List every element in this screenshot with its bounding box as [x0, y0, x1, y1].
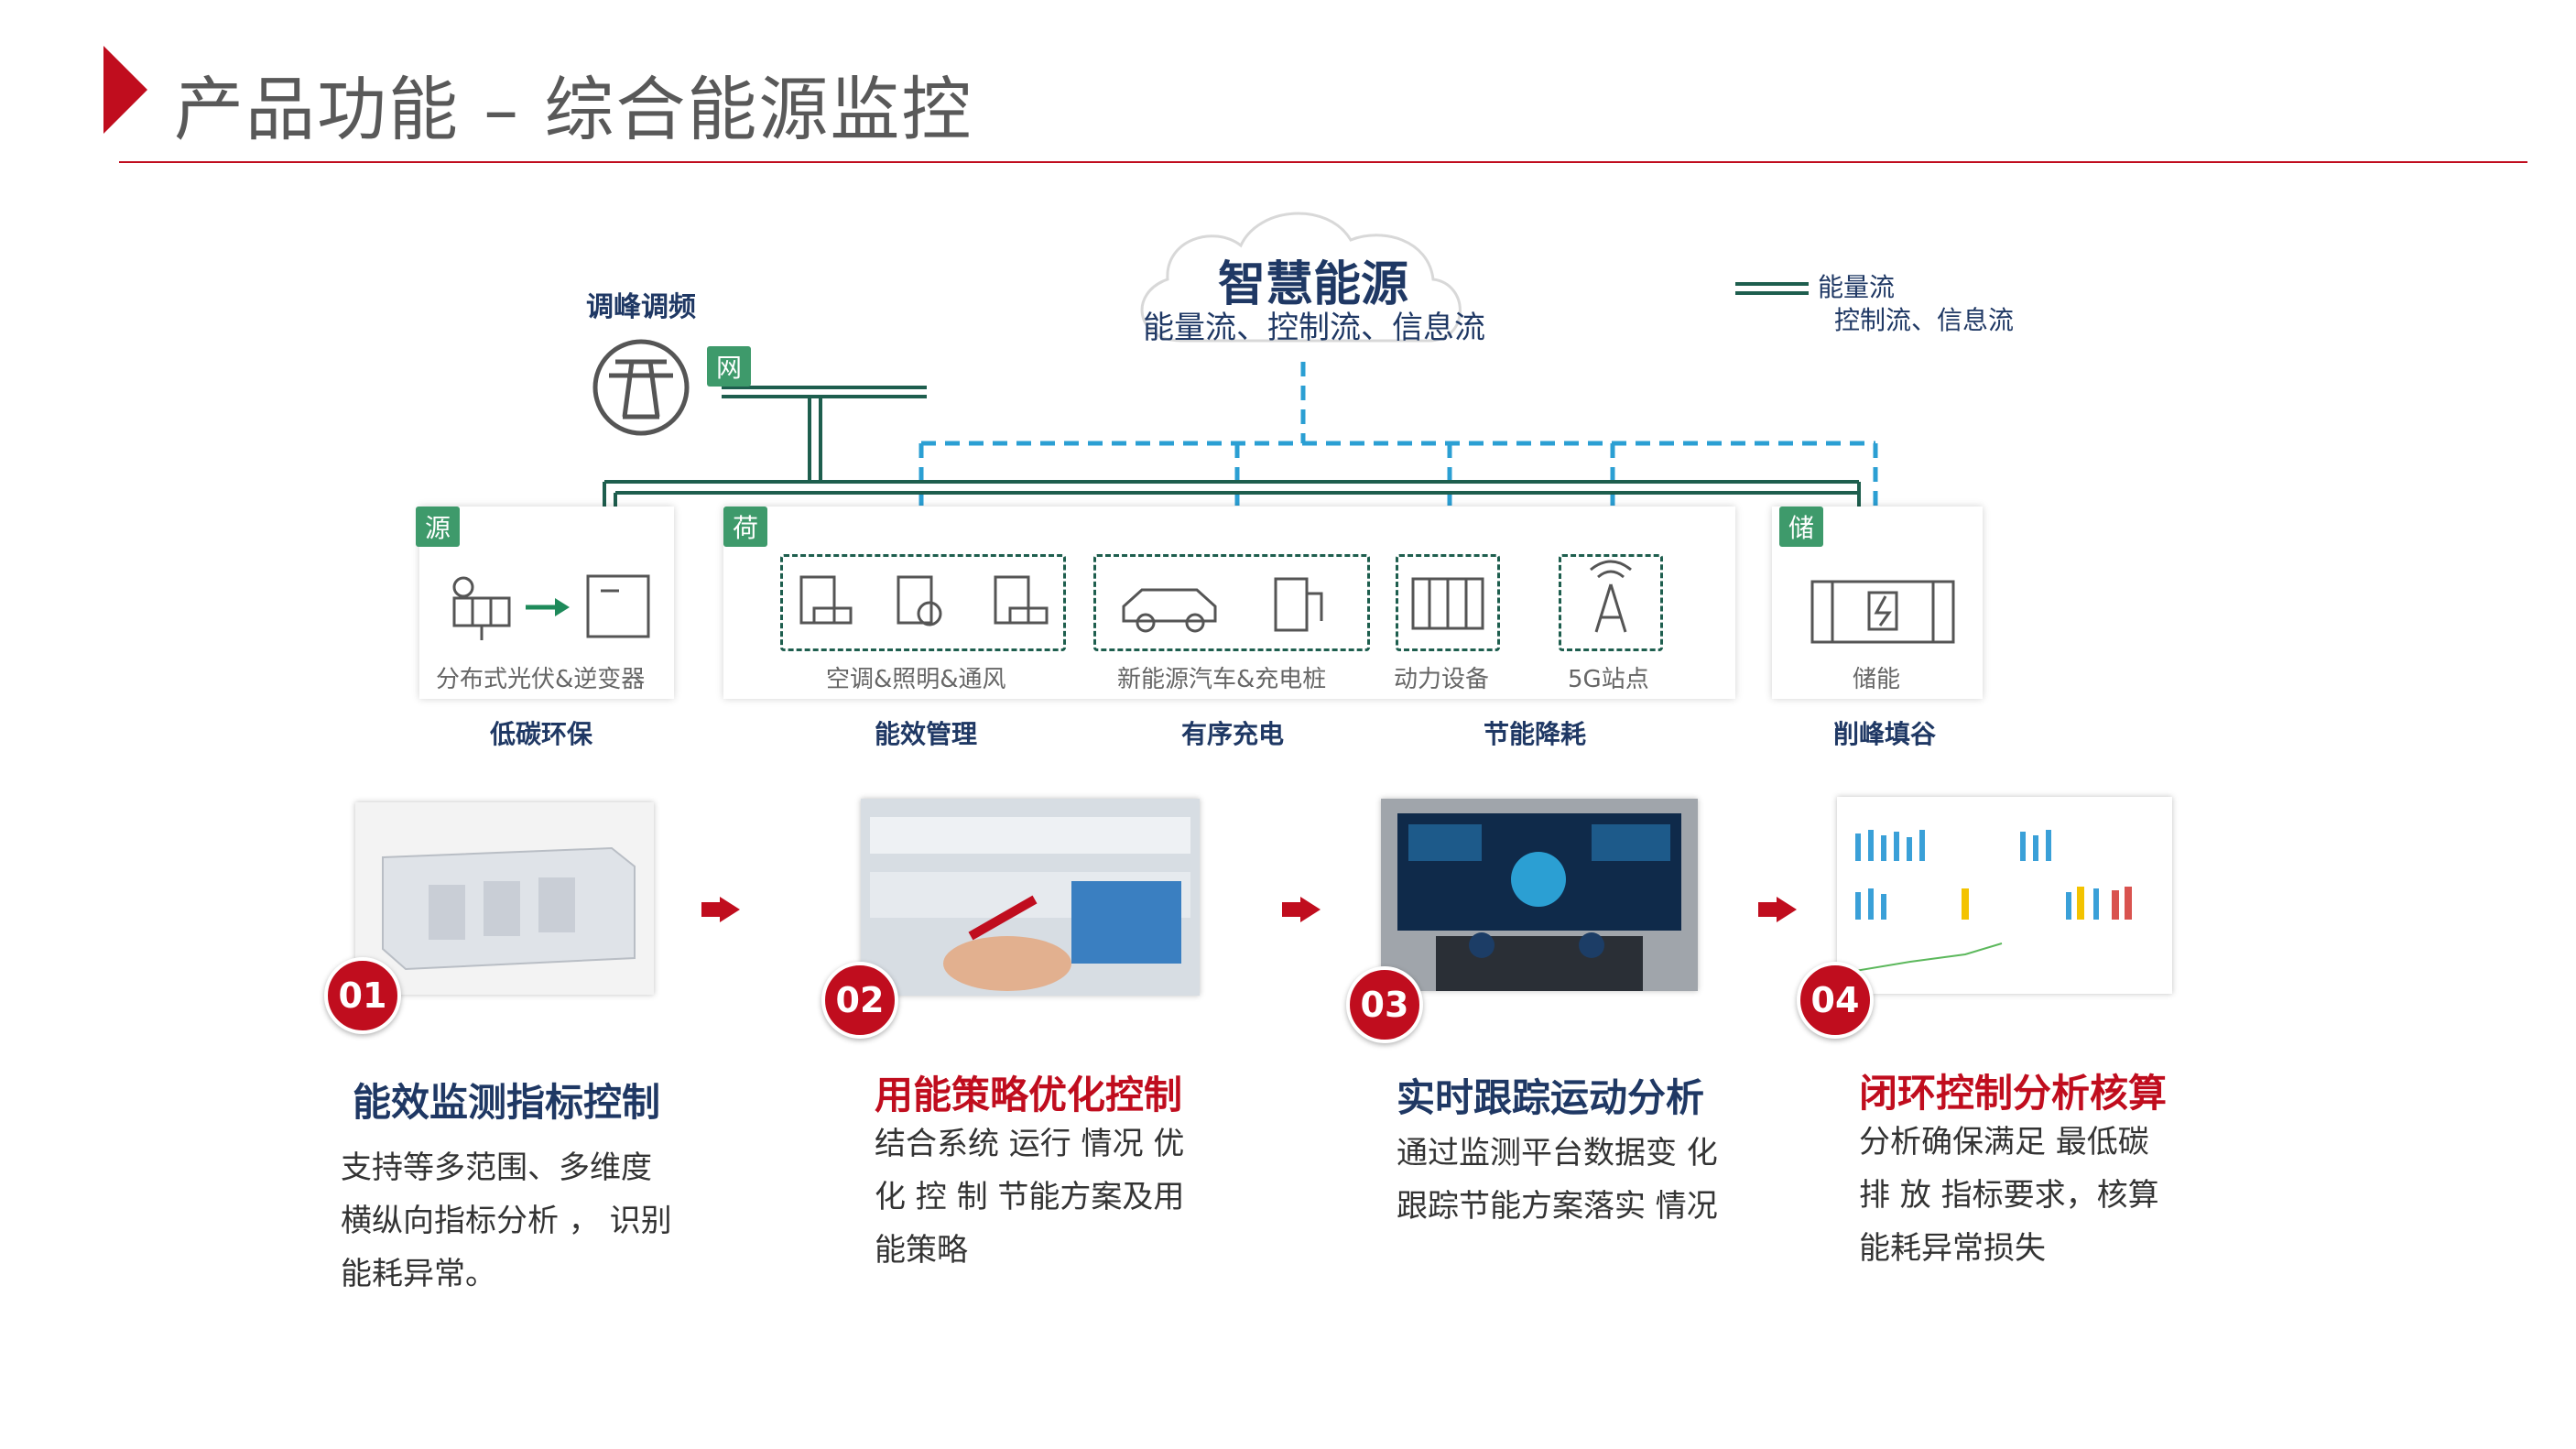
cloud-icon: [1140, 212, 1462, 343]
arrow2-tail: [1282, 902, 1300, 917]
battery-container-icon: [1810, 580, 1955, 644]
step4-title: 闭环控制分析核算: [1859, 1071, 2168, 1116]
step1-desc-line3: 能耗异常。: [341, 1256, 496, 1292]
step4-badge: 04: [1797, 962, 1874, 1039]
step4-desc: 分析确保满足 最低碳 排 放 指标要求，核算 能耗异常损失: [1859, 1116, 2244, 1275]
step4-photo-dashboard: [1837, 797, 2172, 994]
item-power-equipment: 动力设备: [1394, 666, 1490, 693]
title-divider: [119, 161, 2527, 163]
caption-ordered-charging: 有序充电: [1181, 719, 1285, 749]
item-5g-site: 5G站点: [1568, 666, 1649, 693]
cloud-title: 智慧能源: [1218, 257, 1409, 312]
flow-lines: [592, 212, 1878, 600]
ev-charging-box: [1093, 554, 1370, 651]
5g-site-box: [1559, 554, 1663, 651]
step2-desc-line1: 结合系统 运行 情况 优: [875, 1126, 1185, 1162]
caption-energy-saving: 节能降耗: [1484, 719, 1587, 749]
title-flag-icon: [103, 46, 147, 134]
caption-low-carbon: 低碳环保: [490, 719, 593, 749]
solid-flow: [603, 386, 1861, 600]
step3-desc: 通过监测平台数据变 化 跟踪节能方案落实 情况: [1397, 1127, 1781, 1233]
air-handling-unit-image: [382, 846, 636, 971]
step3-badge: 03: [1346, 966, 1423, 1043]
legend-control-flow: 控制流、信息流: [1834, 305, 2015, 335]
arrow3-tail: [1758, 902, 1777, 917]
step2-badge: 02: [821, 962, 898, 1039]
step3-photo-monitoring: [1381, 799, 1698, 991]
step2-photo-cabinet: [861, 799, 1200, 996]
arrow3-icon: [1777, 897, 1797, 922]
analytics-dashboard-image: [1837, 797, 2172, 994]
arrow2-icon: [1300, 897, 1321, 922]
step4-desc-line2: 排 放 指标要求，核算: [1859, 1177, 2159, 1214]
source-tag: 源: [416, 507, 461, 547]
solar-inverter-icon: [452, 574, 650, 640]
storage-tag: 储: [1779, 507, 1824, 547]
step3-desc-line1: 通过监测平台数据变 化: [1397, 1135, 1718, 1171]
step2-desc-line2: 化 控 制 节能方案及用: [875, 1179, 1185, 1215]
step3-desc-line2: 跟踪节能方案落实 情况: [1397, 1188, 1718, 1225]
step1-desc-line2: 横纵向指标分析 ， 识别: [341, 1203, 672, 1239]
power-equipment-icon: [1411, 577, 1484, 630]
ac-lighting-ventilation-icon: [799, 575, 1049, 626]
step2-desc: 结合系统 运行 情况 优 化 控 制 节能方案及用 能策略: [875, 1117, 1241, 1277]
arrow1-icon: [720, 897, 740, 922]
item-pv-inverter: 分布式光伏&逆变器: [436, 666, 646, 693]
grid-tag: 网: [707, 346, 752, 387]
item-ev-charging: 新能源汽车&充电桩: [1117, 666, 1327, 693]
power-tower-icon: [592, 339, 690, 436]
step1-desc-line1: 支持等多范围、多维度: [341, 1149, 652, 1186]
energy-diagram: 智慧能源 能量流、控制流、信息流 能量流 控制流、信息流 调峰调频 网 源 分布…: [416, 212, 2015, 749]
item-hvac: 空调&照明&通风: [826, 666, 1006, 693]
legend-energy-flow: 能量流: [1818, 272, 1896, 302]
page-title: 产品功能 – 综合能源监控: [174, 69, 973, 150]
step4-desc-line3: 能耗异常损失: [1859, 1230, 2046, 1267]
load-panel: 荷 空调&照明&通风 新能源汽车&充电桩: [723, 507, 1735, 699]
monitoring-room-image: [1381, 799, 1698, 991]
step3-title: 实时跟踪运动分析: [1397, 1075, 1705, 1120]
storage-panel: 储 储能: [1772, 507, 1983, 699]
step2-desc-line3: 能策略: [875, 1232, 968, 1269]
dashed-flow: [918, 362, 1878, 554]
item-storage: 储能: [1853, 666, 1901, 693]
step2-title: 用能策略优化控制: [875, 1073, 1183, 1117]
grid-label: 调峰调频: [586, 291, 696, 323]
ev-charger-icon: [1122, 577, 1323, 633]
legend-lines: [1735, 282, 1809, 295]
step1-badge: 01: [324, 957, 401, 1034]
5g-tower-icon: [1590, 560, 1632, 633]
step4-desc-line1: 分析确保满足 最低碳: [1859, 1124, 2149, 1160]
caption-efficiency: 能效管理: [875, 719, 978, 749]
step1-photo-ahu: [355, 802, 654, 995]
power-equipment-box: [1396, 554, 1500, 651]
cloud-subtitle: 能量流、控制流、信息流: [1143, 310, 1485, 346]
step1-desc: 支持等多范围、多维度 横纵向指标分析 ， 识别 能耗异常。: [341, 1141, 725, 1301]
load-tag: 荷: [723, 507, 768, 547]
hvac-lighting-box: [780, 554, 1066, 651]
step1-title: 能效监测指标控制: [353, 1080, 661, 1125]
caption-peak-shaving: 削峰填谷: [1833, 719, 1937, 749]
arrow1-tail: [701, 902, 720, 917]
electrical-cabinet-image: [861, 799, 1200, 996]
source-panel: 源 分布式光伏&逆变器: [416, 507, 674, 699]
